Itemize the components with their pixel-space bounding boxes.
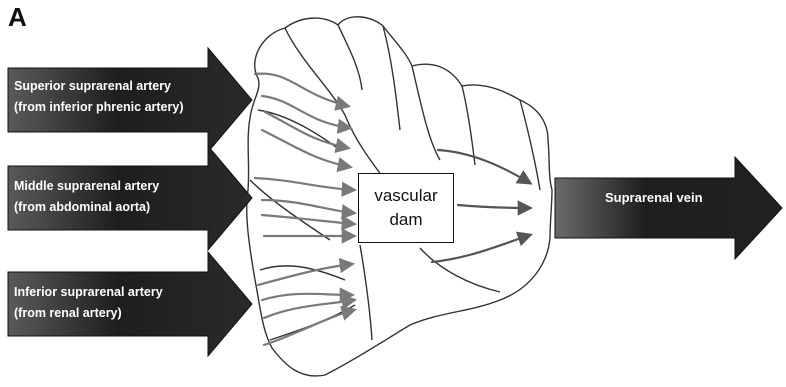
inferior-artery-source: (from renal artery) [14, 303, 163, 324]
inflow-arrow [262, 96, 350, 128]
vascular-dam-box: vascular dam [358, 173, 454, 243]
inflow-arrow [262, 294, 352, 300]
inflow-arrow [264, 310, 354, 345]
inflow-arrow [265, 112, 348, 148]
suprarenal-vein-label: Suprarenal vein [605, 190, 703, 205]
inflow-arrow [262, 215, 354, 224]
outflow-arrow [458, 205, 530, 208]
inflow-arrow [255, 74, 348, 106]
inflow-arrows [255, 74, 354, 345]
superior-artery-name: Superior suprarenal artery [14, 76, 183, 97]
inferior-artery-name: Inferior suprarenal artery [14, 282, 163, 303]
suprarenal-vein-arrow [555, 157, 782, 259]
panel-label: A [8, 2, 27, 33]
inflow-arrow [262, 130, 350, 167]
middle-artery-name: Middle suprarenal artery [14, 176, 159, 197]
dam-label-line1: vascular [374, 184, 437, 208]
middle-artery-source: (from abdominal aorta) [14, 197, 159, 218]
middle-artery-label: Middle suprarenal artery (from abdominal… [14, 176, 159, 218]
dam-label-line2: dam [389, 208, 422, 232]
inferior-artery-label: Inferior suprarenal artery (from renal a… [14, 282, 163, 324]
superior-artery-label: Superior suprarenal artery (from inferio… [14, 76, 183, 118]
superior-artery-source: (from inferior phrenic artery) [14, 97, 183, 118]
inflow-arrow [255, 178, 354, 190]
